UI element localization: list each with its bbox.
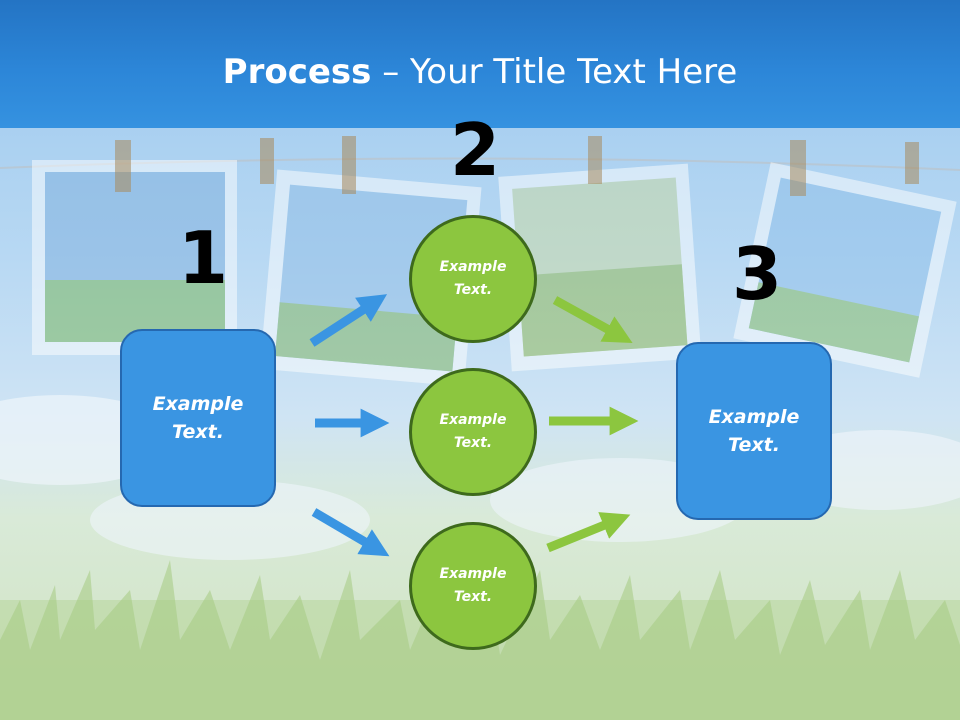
step-2-number: 2 bbox=[450, 108, 501, 192]
step-2-label-top: Example Text. bbox=[439, 258, 507, 298]
title-band bbox=[0, 0, 960, 128]
arrow-2a-to-3 bbox=[552, 296, 633, 343]
step-1-box: Example Text. bbox=[120, 329, 276, 507]
arrow-1-to-2a bbox=[309, 294, 388, 347]
slide-title: Process – Your Title Text Here bbox=[0, 52, 960, 92]
arrow-1-to-2c bbox=[311, 508, 390, 557]
title-bold: Process bbox=[222, 52, 372, 92]
title-dash: – bbox=[371, 52, 411, 92]
step-1-number: 1 bbox=[178, 216, 229, 300]
step-2-circle-top: Example Text. bbox=[409, 215, 537, 343]
title-rest: Your Title Text Here bbox=[410, 52, 738, 92]
step-3-number: 3 bbox=[732, 232, 783, 316]
step-2-circle-middle: Example Text. bbox=[409, 368, 537, 496]
step-2-circle-bottom: Example Text. bbox=[409, 522, 537, 650]
step-1-label: Example Text. bbox=[152, 392, 244, 444]
step-2-label-bottom: Example Text. bbox=[439, 565, 507, 605]
step-3-label: Example Text. bbox=[708, 405, 800, 457]
step-2-label-middle: Example Text. bbox=[439, 411, 507, 451]
step-3-box: Example Text. bbox=[676, 342, 832, 520]
arrow-2c-to-3 bbox=[546, 512, 631, 553]
